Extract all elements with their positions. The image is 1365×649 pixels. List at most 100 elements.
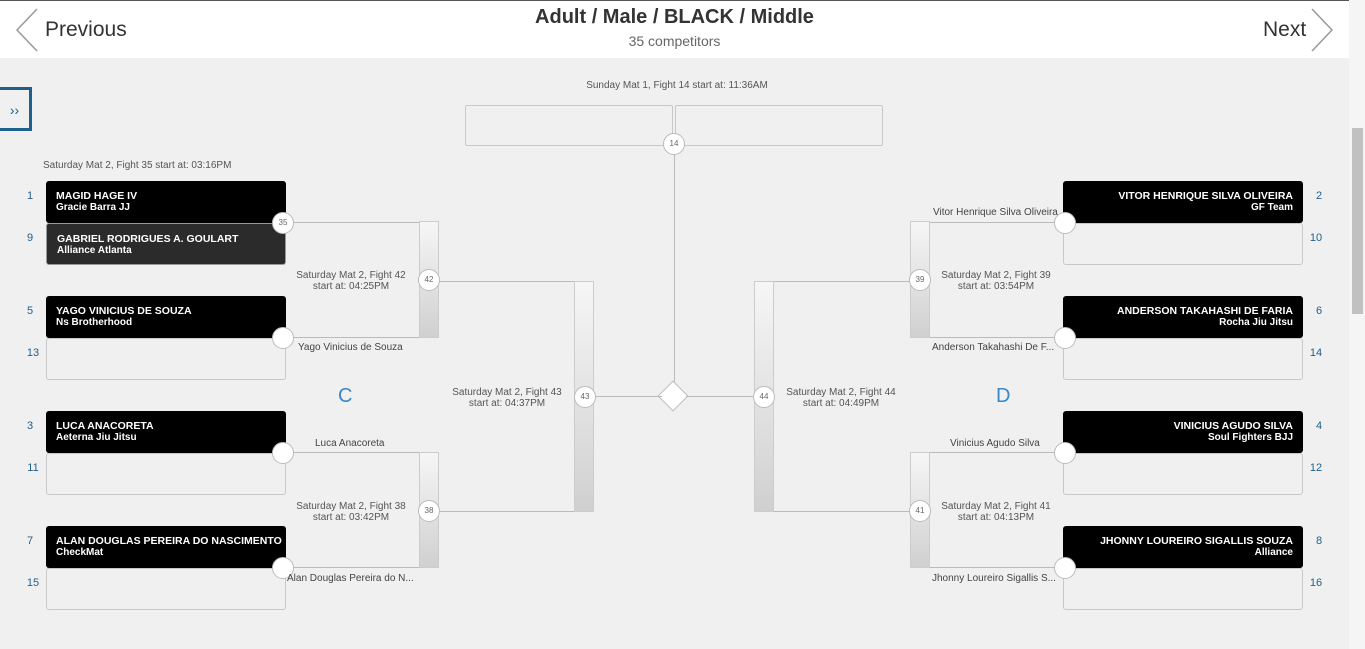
winner-name: Vinicius Agudo Silva	[950, 438, 1040, 449]
winner-name: Jhonny Loureiro Sigallis S...	[932, 573, 1056, 584]
fight-info: Saturday Mat 2, Fight 38 start at: 03:42…	[296, 501, 406, 523]
fight-info: Saturday Mat 2, Fight 44 start at: 04:49…	[786, 387, 896, 409]
fight-number-badge[interactable]: 41	[909, 500, 931, 522]
competitor-name: GABRIEL RODRIGUES A. GOULART	[57, 233, 239, 245]
competitor-name: JHONNY LOUREIRO SIGALLIS SOUZA	[1100, 535, 1293, 547]
page-header: Previous Adult / Male / BLACK / Middle 3…	[0, 0, 1349, 58]
competitor-team: CheckMat	[56, 547, 104, 558]
seed-number: 7	[26, 535, 34, 547]
competitor-name: VITOR HENRIQUE SILVA OLIVEIRA	[1118, 190, 1293, 202]
competitor-card[interactable]: MAGID HAGE IV Gracie Barra JJ	[46, 181, 286, 223]
empty-competitor-slot	[46, 338, 286, 380]
fight-number-badge[interactable]: 44	[753, 386, 775, 408]
winner-name: Alan Douglas Pereira do N...	[287, 573, 414, 584]
competitor-name: VINICIUS AGUDO SILVA	[1173, 420, 1293, 432]
competitor-card[interactable]: ANDERSON TAKAHASHI DE FARIA Rocha Jiu Ji…	[1063, 296, 1303, 338]
competitor-card[interactable]: GABRIEL RODRIGUES A. GOULART Alliance At…	[46, 223, 286, 265]
bracket-line	[285, 337, 419, 338]
empty-competitor-slot	[46, 453, 286, 495]
competitor-name: YAGO VINICIUS DE SOUZA	[56, 305, 192, 317]
competitor-card[interactable]: YAGO VINICIUS DE SOUZA Ns Brotherhood	[46, 296, 286, 338]
seed-number: 15	[26, 577, 40, 589]
fight-number-badge[interactable]: 38	[418, 500, 440, 522]
winner-name: Yago Vinicius de Souza	[298, 342, 403, 353]
competitor-team: GF Team	[1250, 202, 1293, 213]
competitor-name: LUCA ANACORETA	[56, 420, 154, 432]
page-title: Adult / Male / BLACK / Middle	[535, 6, 814, 28]
seed-number: 5	[26, 305, 34, 317]
competitor-card[interactable]: JHONNY LOUREIRO SIGALLIS SOUZA Alliance	[1063, 526, 1303, 568]
competitor-team: Rocha Jiu Jitsu	[1219, 317, 1293, 328]
bracket-line	[439, 281, 574, 282]
scrollbar-thumb[interactable]	[1352, 128, 1363, 314]
competitor-team: Alliance Atlanta	[57, 245, 132, 256]
bracket-line	[285, 452, 419, 453]
bracket-line	[930, 222, 1063, 223]
bracket-line	[596, 396, 662, 397]
fight-slot-circle	[1054, 557, 1076, 579]
chevron-left-icon[interactable]	[15, 8, 39, 52]
bracket-line	[930, 452, 1063, 453]
fight-info: Saturday Mat 2, Fight 41 start at: 04:13…	[941, 501, 1051, 523]
bracket-line	[439, 511, 574, 512]
seed-number: 3	[26, 420, 34, 432]
competitor-card[interactable]: ALAN DOUGLAS PEREIRA DO NASCIMENTO Check…	[46, 526, 286, 568]
bracket-line	[674, 146, 675, 386]
seed-number: 13	[26, 347, 40, 359]
competitor-count: 35 competitors	[628, 33, 721, 49]
fight-number-badge[interactable]: 43	[574, 386, 596, 408]
seed-number: 16	[1309, 577, 1323, 589]
final-fight-info: Sunday Mat 1, Fight 14 start at: 11:36AM	[586, 80, 768, 91]
fight-info: Saturday Mat 2, Fight 43 start at: 04:37…	[452, 387, 562, 409]
bracket-line	[774, 281, 910, 282]
fight-info: Saturday Mat 2, Fight 39 start at: 03:54…	[941, 270, 1051, 292]
quadrant-label-d: D	[996, 385, 1011, 407]
final-slot-right	[675, 105, 883, 146]
fight-number-badge[interactable]: 35	[272, 212, 294, 234]
winner-name: Vitor Henrique Silva Oliveira	[933, 207, 1058, 218]
fight-number-badge[interactable]: 39	[909, 269, 931, 291]
fight-slot-circle	[272, 442, 294, 464]
final-slot-left	[465, 105, 673, 146]
fight-slot-circle	[272, 557, 294, 579]
empty-competitor-slot	[1063, 568, 1303, 610]
seed-number: 11	[27, 462, 39, 474]
sidebar-toggle-button[interactable]: ››	[0, 87, 32, 131]
competitor-team: Alliance	[1254, 547, 1293, 558]
competitor-name: MAGID HAGE IV	[56, 190, 138, 202]
previous-button[interactable]: Previous	[45, 18, 127, 41]
next-button[interactable]: Next	[1263, 18, 1307, 41]
bracket-line	[774, 511, 910, 512]
winner-name: Luca Anacoreta	[315, 438, 385, 449]
bracket-line	[930, 337, 1063, 338]
quadrant-label-c: C	[338, 385, 353, 407]
seed-number: 12	[1309, 462, 1323, 474]
seed-number: 6	[1315, 305, 1323, 317]
seed-number: 4	[1315, 420, 1323, 432]
chevron-right-icon[interactable]	[1310, 8, 1334, 52]
vertical-scrollbar[interactable]	[1349, 0, 1365, 649]
competitor-team: Ns Brotherhood	[56, 317, 133, 328]
seed-number: 14	[1309, 347, 1323, 359]
bracket-line	[930, 567, 1063, 568]
competitor-card[interactable]: VINICIUS AGUDO SILVA Soul Fighters BJJ	[1063, 411, 1303, 453]
bracket-line	[285, 222, 419, 223]
competitor-card[interactable]: VITOR HENRIQUE SILVA OLIVEIRA GF Team	[1063, 181, 1303, 223]
fight-slot-circle	[1054, 212, 1076, 234]
fight-info: Saturday Mat 2, Fight 35 start at: 03:16…	[43, 160, 232, 171]
competitor-name: ALAN DOUGLAS PEREIRA DO NASCIMENTO	[56, 535, 282, 547]
empty-competitor-slot	[46, 568, 286, 610]
empty-competitor-slot	[1063, 453, 1303, 495]
fight-slot-circle	[1054, 442, 1076, 464]
fight-number-badge[interactable]: 42	[418, 269, 440, 291]
competitor-name: ANDERSON TAKAHASHI DE FARIA	[1117, 305, 1293, 317]
fight-slot-circle	[272, 327, 294, 349]
fight-slot-circle	[1054, 327, 1076, 349]
seed-number: 9	[26, 232, 34, 244]
fight-number-badge[interactable]: 14	[663, 133, 685, 155]
competitor-team: Soul Fighters BJJ	[1207, 432, 1293, 443]
bracket-line	[285, 567, 419, 568]
bracket-line	[686, 396, 753, 397]
seed-number: 1	[26, 190, 34, 202]
competitor-card[interactable]: LUCA ANACORETA Aeterna Jiu Jitsu	[46, 411, 286, 453]
